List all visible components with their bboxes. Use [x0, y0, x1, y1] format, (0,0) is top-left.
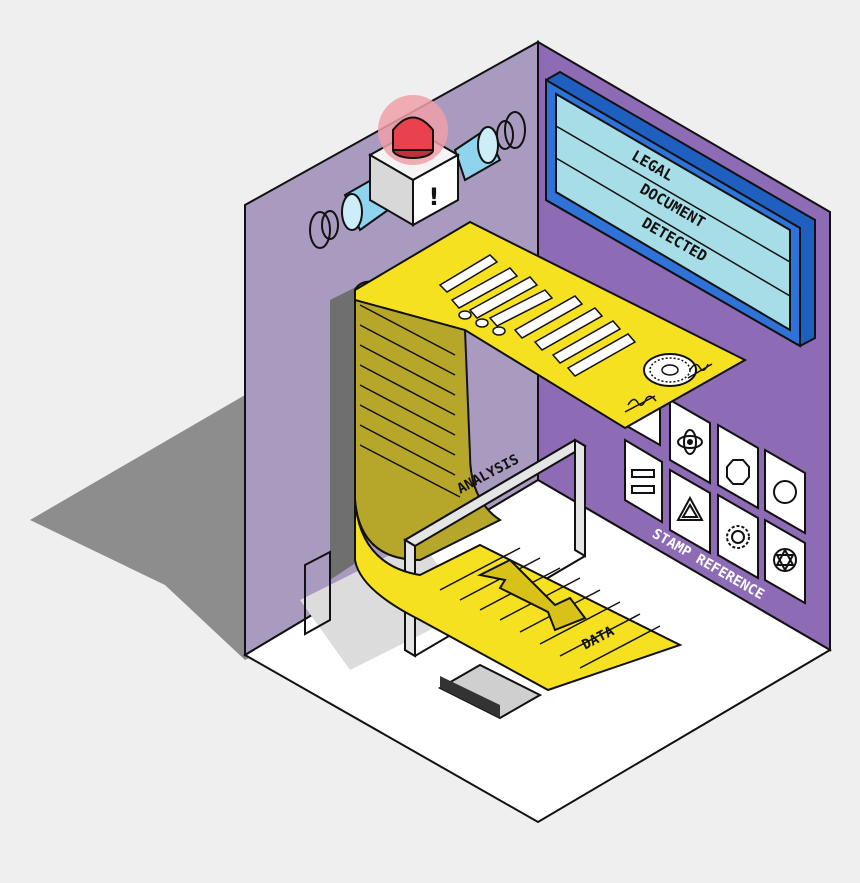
alarm-light-icon [378, 95, 448, 165]
stamp-card [717, 423, 759, 510]
monitor [403, 438, 587, 720]
stamp-reference-panel [622, 398, 806, 605]
alarm-device: ! [309, 95, 526, 249]
wall-outlet [304, 550, 331, 636]
legal-document-sign: LEGAL DOCUMENT DETECTED [545, 70, 816, 348]
wall-opening-shadow [330, 285, 360, 580]
signature-icon [624, 363, 713, 413]
stamp-icons [631, 429, 797, 573]
stamp-triangle-icon [676, 495, 704, 521]
stamp-atom-icon [677, 429, 703, 455]
stamp-card [764, 448, 806, 535]
arrow-icon [476, 558, 587, 632]
stamp-circle-icon [773, 480, 797, 504]
speaker-icon [453, 111, 526, 182]
stamp-star-icon [773, 547, 797, 573]
stamp-octagon-icon [726, 459, 750, 485]
paper-lines-vertical [359, 304, 461, 498]
alarm-exclamation: ! [429, 183, 440, 211]
document-dots [458, 310, 506, 336]
document-text-bars [438, 254, 637, 377]
stamp-card [669, 468, 711, 555]
stamp-bars-icon [631, 469, 655, 494]
stamp-card [764, 518, 806, 605]
stamp-gear-icon [726, 525, 750, 549]
alarm-box-right [412, 153, 459, 227]
seal-icon [643, 353, 697, 387]
stamp-card [717, 493, 759, 580]
stamp-card [624, 438, 663, 524]
